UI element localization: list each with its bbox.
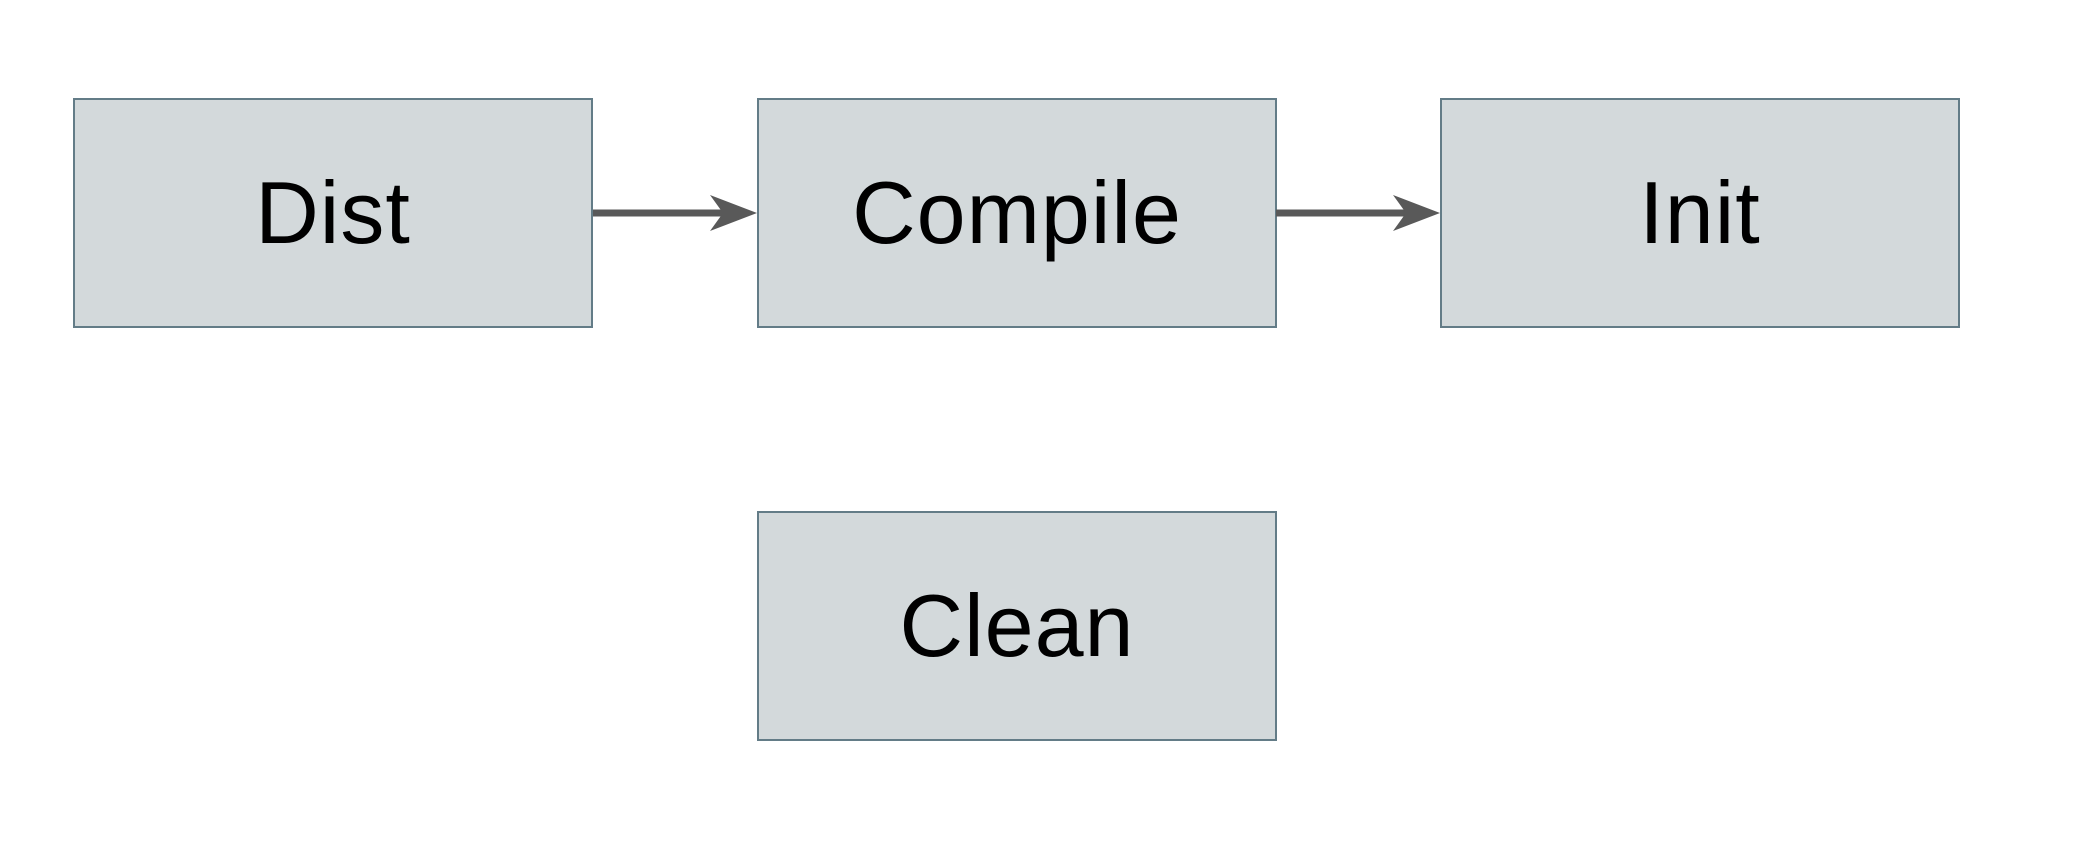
node-init-label: Init (1639, 163, 1761, 262)
node-compile[interactable]: Compile (757, 98, 1277, 328)
arrow-compile-to-init-icon (1276, 195, 1440, 231)
node-clean[interactable]: Clean (757, 511, 1277, 741)
node-init[interactable]: Init (1440, 98, 1960, 328)
arrow-dist-to-compile-icon (593, 195, 757, 231)
node-clean-label: Clean (899, 576, 1135, 675)
node-compile-label: Compile (852, 163, 1182, 262)
node-dist[interactable]: Dist (73, 98, 593, 328)
node-dist-label: Dist (255, 163, 411, 262)
